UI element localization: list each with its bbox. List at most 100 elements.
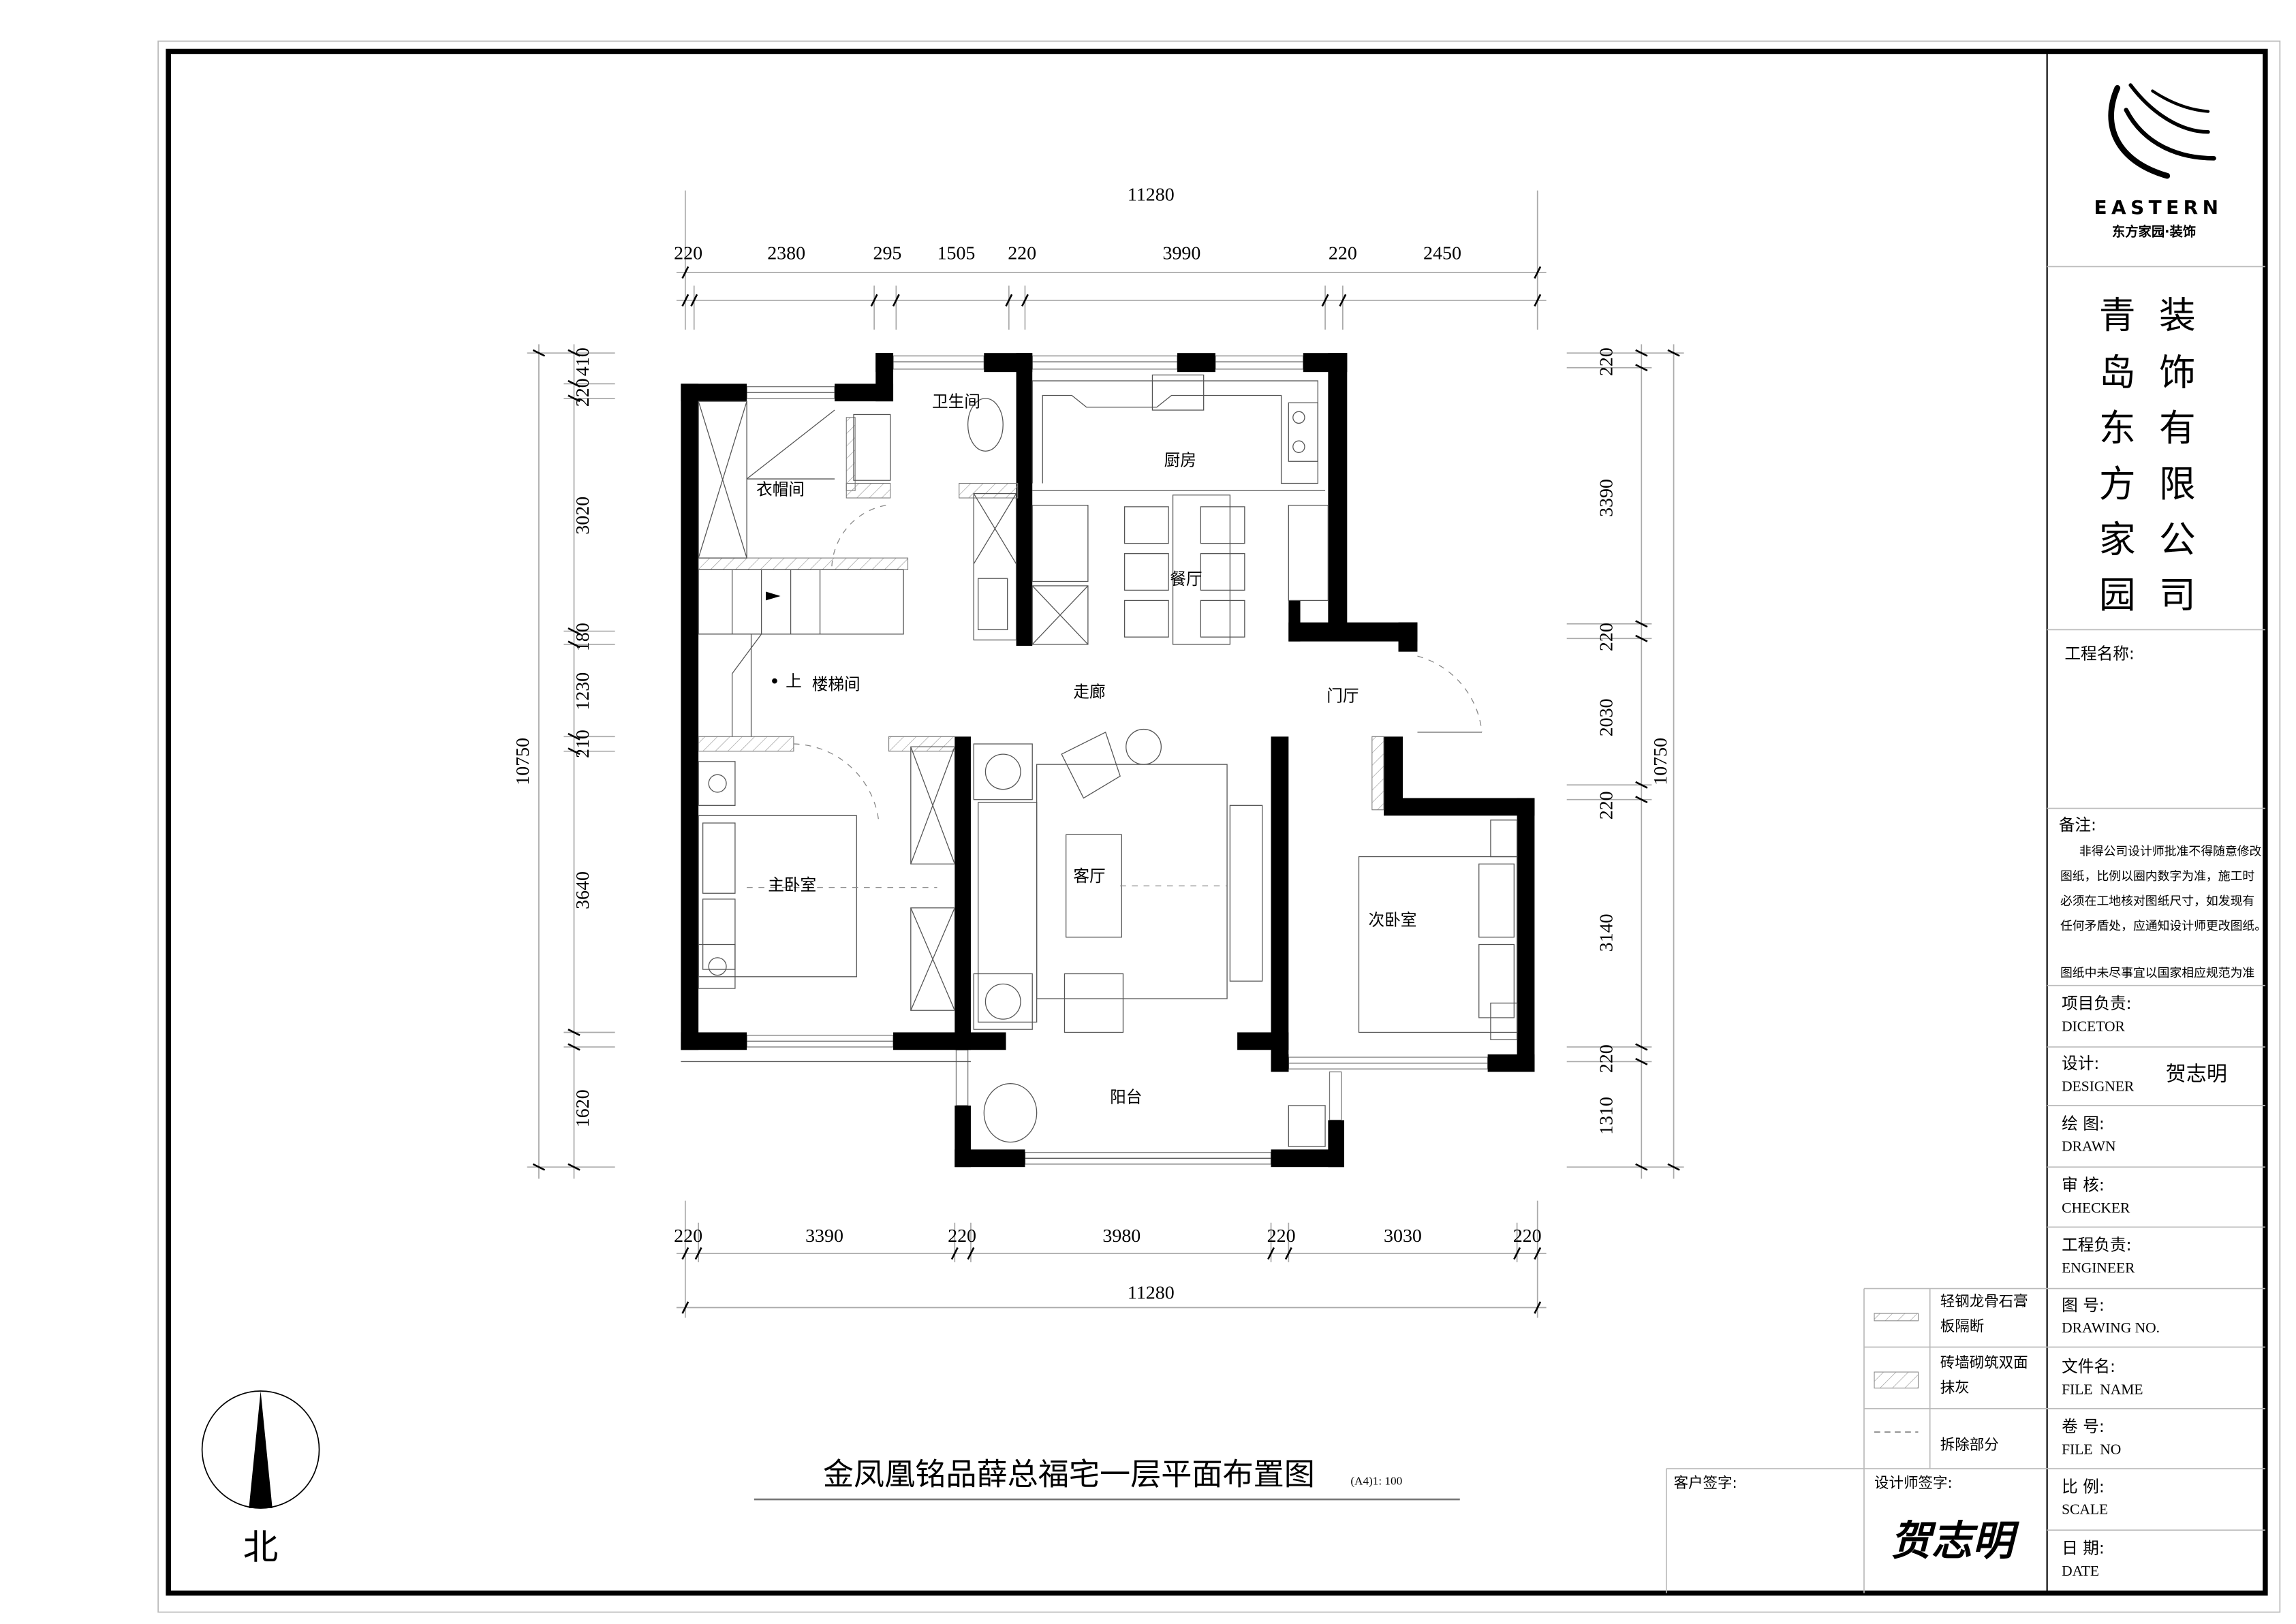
row-label-en: DRAWN: [2062, 1138, 2116, 1155]
company-char: 家: [2099, 518, 2136, 561]
right-dimensions: 10750 220 3390 220 2030 220 3140 220 131…: [1566, 344, 1684, 1179]
legend-label: 板隔断: [1940, 1318, 1984, 1335]
north-arrow: 北: [201, 1390, 320, 1568]
row-label-cn: 日 期:: [2062, 1539, 2105, 1558]
dim-bottom: 220: [1513, 1225, 1542, 1247]
project-name-label: 工程名称:: [2064, 644, 2134, 663]
room-label-foyer: 门厅: [1327, 687, 1359, 706]
dim-right: 1310: [1596, 1097, 1617, 1135]
dim-left: 410: [572, 347, 593, 376]
drawing-title-text: 金凤凰铭品薛总福宅一层平面布置图: [823, 1456, 1315, 1493]
dim-right: 3140: [1596, 914, 1617, 952]
company-char: 岛: [2099, 351, 2136, 394]
brick-partitions: [698, 417, 1384, 811]
legend-swatch-gypsum: [1874, 1313, 1919, 1322]
outer-page-frame: [157, 40, 2281, 1613]
dim-bottom: 220: [1267, 1225, 1296, 1247]
company-name: 青 岛 东 方 家 园 装 饰 有 限 公 司: [2099, 294, 2196, 617]
row-label-cn: 图 号:: [2062, 1296, 2105, 1315]
company-char: 装: [2159, 294, 2196, 337]
notes-label: 备注:: [2059, 815, 2096, 834]
room-label-stairwell: 楼梯间: [812, 675, 860, 694]
dim-top: 3990: [1162, 243, 1200, 264]
drawing-scale-note: (A4)1: 100: [1350, 1475, 1402, 1488]
dim-right-total: 10750: [1650, 738, 1671, 785]
drawing-title: 金凤凰铭品薛总福宅一层平面布置图 (A4)1: 100: [754, 1456, 1460, 1501]
company-char: 限: [2159, 463, 2196, 505]
notes-footer: 图纸中未尽事宜以国家相应规范为准: [2060, 966, 2254, 980]
furniture: [698, 374, 1518, 1147]
dim-top: 220: [674, 243, 702, 264]
row-label-cn: 设计:: [2062, 1054, 2099, 1073]
logo-subtitle: 东方家园·装饰: [2112, 223, 2196, 239]
dim-right: 220: [1596, 1044, 1617, 1073]
row-label-cn: 绘 图:: [2062, 1114, 2105, 1133]
dim-left: 3640: [572, 871, 593, 909]
designer-handwritten-signature: 贺志明: [1891, 1518, 2020, 1565]
room-label-stair-up: 上: [786, 672, 802, 691]
drawing-border: [166, 48, 2268, 1596]
bottom-dimensions: 220 3390 220 3980 220 3030 220 11280: [674, 1200, 1547, 1318]
row-label-en: SCALE: [2062, 1501, 2108, 1518]
room-label-balcony: 阳台: [1110, 1088, 1142, 1107]
row-label-cn: 项目负责:: [2062, 994, 2131, 1013]
row-label-en: DICETOR: [2062, 1018, 2125, 1034]
row-label-en: DATE: [2062, 1563, 2099, 1579]
room-label-dining: 餐厅: [1170, 569, 1202, 589]
dim-right: 220: [1596, 347, 1617, 376]
room-labels: 衣帽间 卫生间 厨房 餐厅 上 楼梯间 走廊 门厅 主卧室 客厅 次卧室 阳台: [756, 392, 1416, 1107]
room-label-cloakroom: 衣帽间: [756, 480, 805, 499]
company-logo: EASTERN 东方家园·装饰: [2094, 83, 2222, 239]
dim-bottom: 220: [948, 1225, 976, 1247]
dim-top: 1505: [937, 243, 976, 264]
row-label-cn: 文件名:: [2062, 1357, 2115, 1376]
row-label-cn: 卷 号:: [2062, 1417, 2105, 1436]
notes-line: 任何矛盾处，应通知设计师更改图纸。: [2060, 919, 2267, 933]
dim-top: 2450: [1423, 243, 1461, 264]
dim-bottom-total: 11280: [1128, 1283, 1175, 1304]
dim-left-total: 10750: [512, 738, 533, 785]
dim-left: 1230: [572, 672, 593, 710]
dim-top: 220: [1329, 243, 1357, 264]
room-label-second-bedroom: 次卧室: [1368, 911, 1416, 930]
dim-top: 220: [1008, 243, 1036, 264]
row-label-cn: 比 例:: [2062, 1477, 2105, 1496]
dim-bottom: 3390: [805, 1225, 843, 1247]
eastern-swoosh-logo-icon: [2108, 83, 2216, 179]
company-char: 饰: [2159, 351, 2196, 394]
title-block-rows: 项目负责: DICETOR 设计: DESIGNER 贺志明 绘 图: DRAW…: [2062, 994, 2227, 1579]
windows: [681, 355, 1489, 1165]
notes-line: 非得公司设计师批准不得随意修改: [2079, 844, 2262, 858]
designer-signature-label: 设计师签字:: [1874, 1475, 1953, 1492]
legend-label: 轻钢龙骨石膏: [1940, 1293, 2028, 1310]
row-label-cn: 工程负责:: [2062, 1236, 2131, 1255]
company-char: 园: [2099, 574, 2136, 616]
company-char: 方: [2099, 463, 2136, 505]
notes-line: 图纸，比例以圈内数字为准，施工时: [2060, 869, 2254, 884]
stair-up-dot-icon: [772, 678, 777, 684]
row-label-en: FILE NAME: [2062, 1381, 2143, 1397]
legend-swatch-brick: [1874, 1371, 1919, 1389]
dim-right: 3390: [1596, 479, 1617, 517]
north-label: 北: [243, 1527, 279, 1568]
stair-arrow-icon: [766, 591, 781, 601]
row-label-en: CHECKER: [2062, 1200, 2130, 1216]
floor-plan: 衣帽间 卫生间 厨房 餐厅 上 楼梯间 走廊 门厅 主卧室 客厅 次卧室 阳台: [681, 353, 1535, 1168]
designer-name: 贺志明: [2166, 1062, 2227, 1086]
dim-top-total: 11280: [1128, 185, 1175, 206]
logo-wordmark: EASTERN: [2094, 196, 2222, 219]
top-dimensions: 11280 220 2380 295 1505 220 3990 220 245…: [674, 185, 1547, 330]
row-label-en: DESIGNER: [2062, 1078, 2135, 1094]
notes-line: 必须在工地核对图纸尺寸，如发现有: [2060, 894, 2254, 908]
dim-right: 220: [1596, 791, 1617, 819]
room-label-living-room: 客厅: [1073, 866, 1105, 886]
company-char: 青: [2099, 294, 2136, 337]
client-signature-label: 客户签字:: [1674, 1475, 1737, 1492]
dim-top: 295: [873, 243, 901, 264]
left-dimensions: 10750 220 410 3020 180 1230 210 3640 162…: [512, 344, 615, 1179]
dim-bottom: 220: [674, 1225, 702, 1247]
legend-label: 抹灰: [1940, 1379, 1970, 1396]
row-label-en: ENGINEER: [2062, 1260, 2135, 1276]
legend-label: 砖墙砌筑双面: [1940, 1355, 2028, 1372]
